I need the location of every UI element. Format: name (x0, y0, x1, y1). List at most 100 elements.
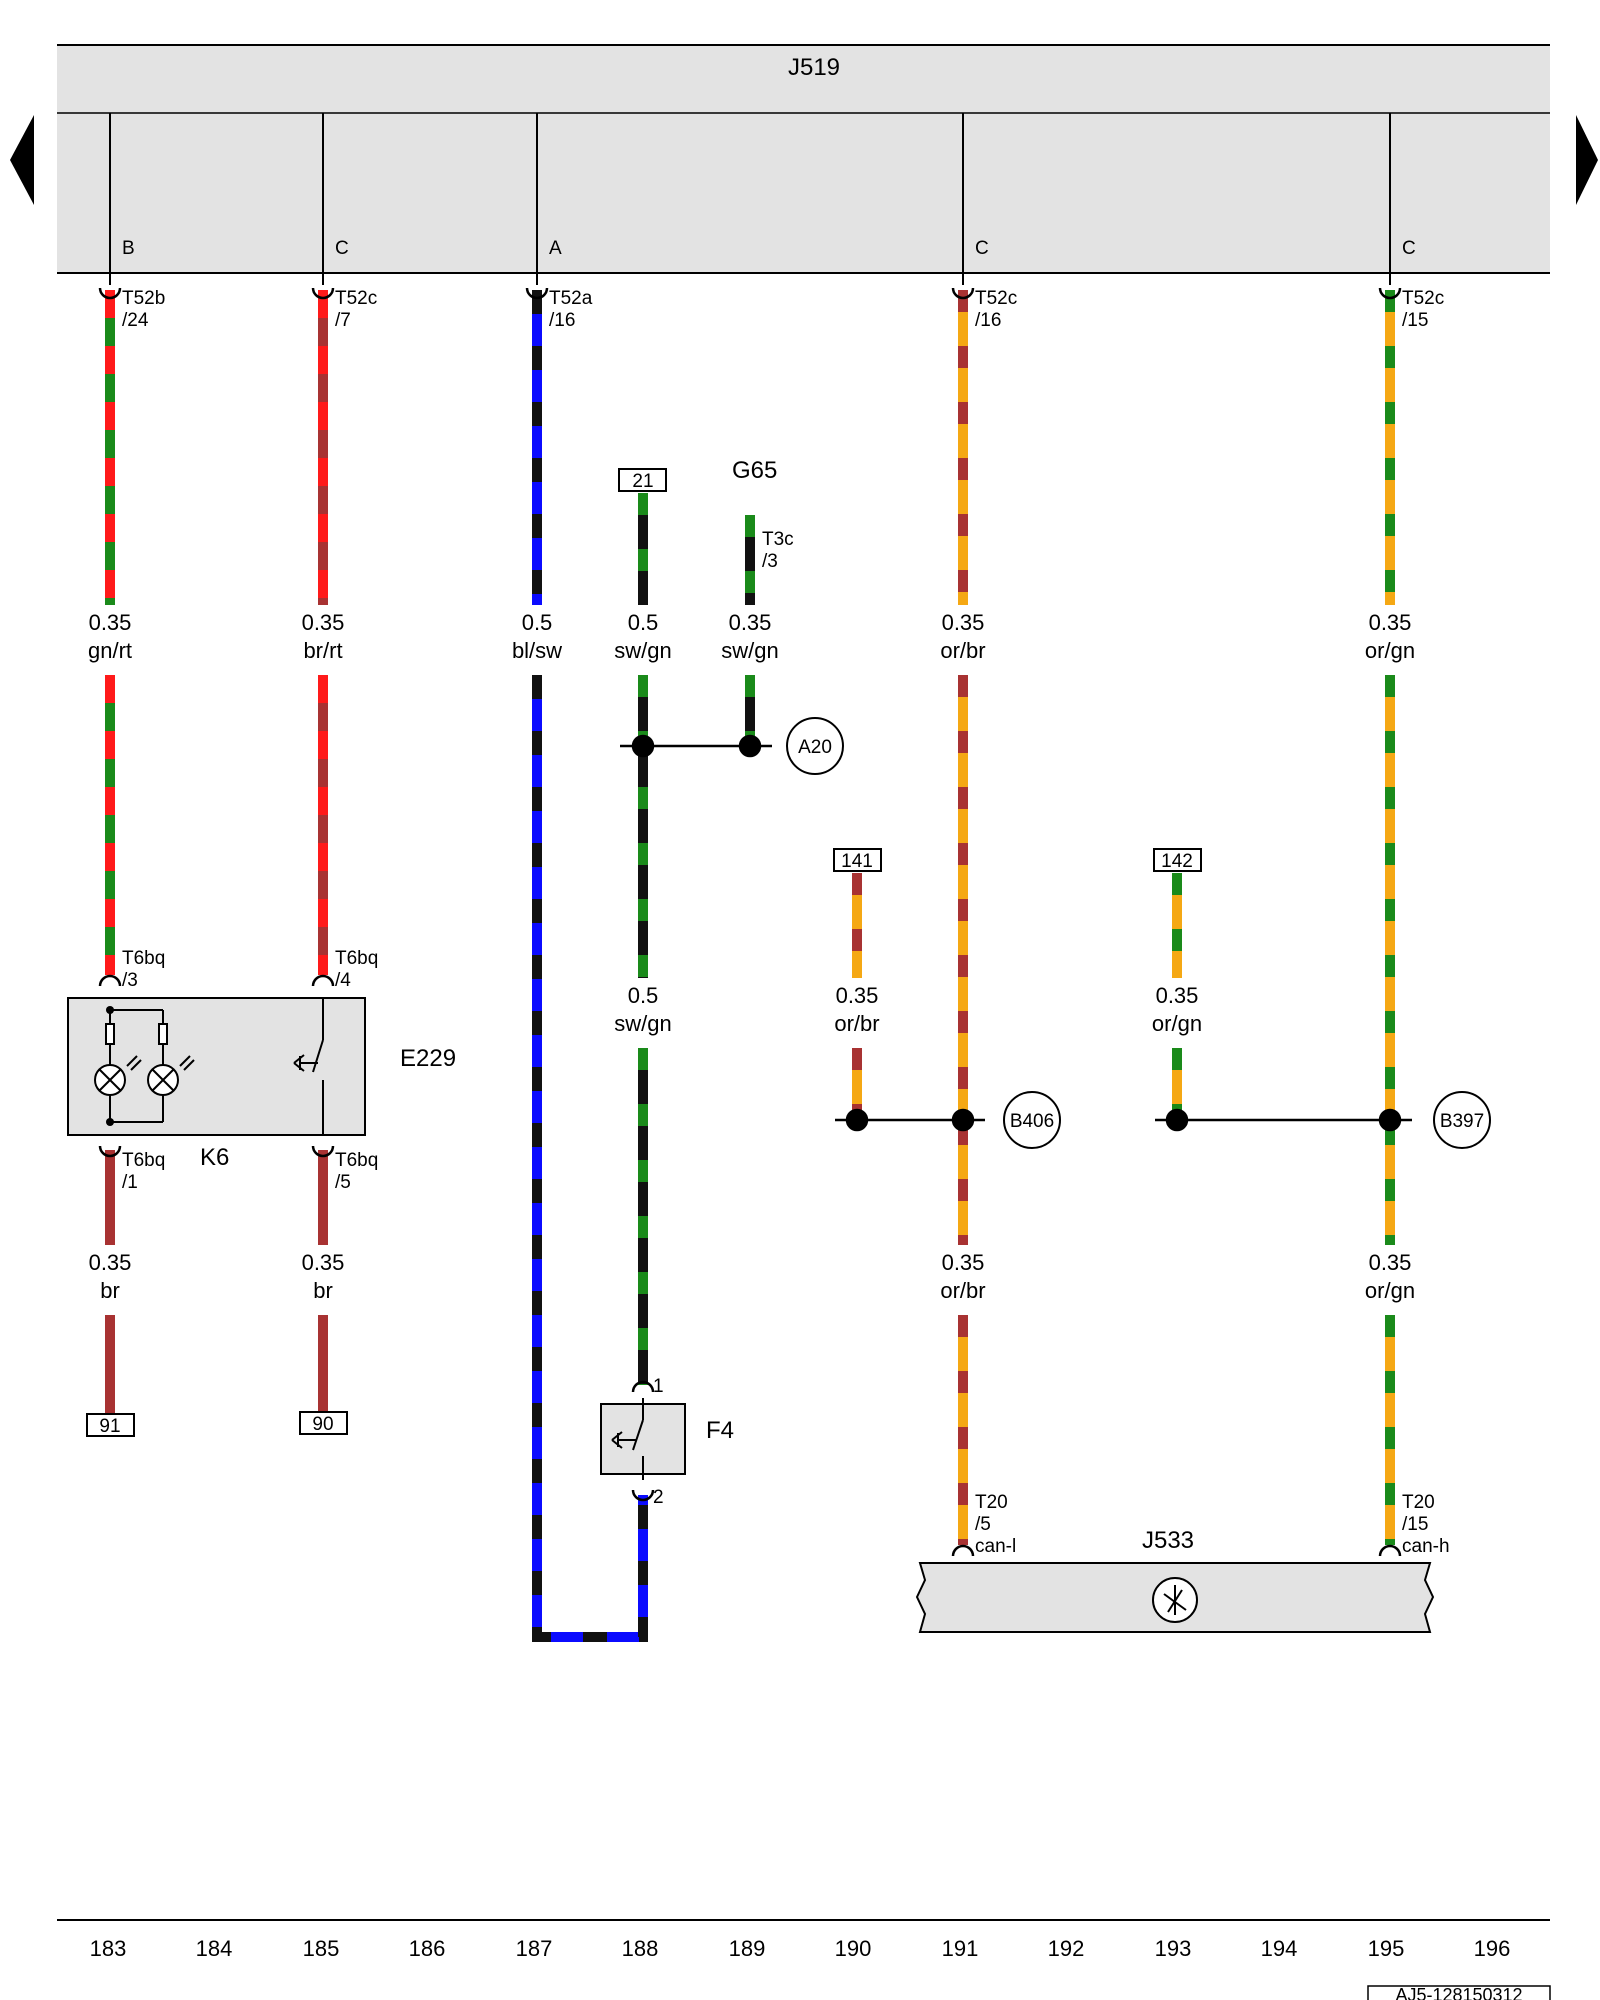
splice-dot (738, 734, 762, 758)
wire-size-label: 0.35 (942, 610, 985, 635)
pin-letter-c: C (975, 238, 989, 259)
connector-pin-icon (1378, 287, 1402, 300)
splice-dot (951, 1108, 975, 1132)
reference-box[interactable] (618, 468, 667, 492)
reference-142: 142 (1161, 851, 1193, 872)
j533-component: J533 (915, 1527, 1435, 1633)
connector-t6bq: T6bq (335, 948, 378, 969)
splice-dot (1165, 1108, 1189, 1132)
connector-pin-icon (311, 1145, 335, 1158)
pin-letter-c: C (1402, 238, 1416, 259)
f4-component: F4 1 2 (600, 1376, 734, 1508)
wire-size-label: 0.5 (628, 610, 659, 635)
wire-color-label: bl/sw (512, 638, 562, 663)
j519-label: J519 (788, 54, 840, 81)
track-number: 192 (1048, 1936, 1085, 1961)
splice-dot (1378, 1108, 1402, 1132)
wire-size-label: 0.35 (942, 1250, 985, 1275)
connector-t20: T20 (975, 1492, 1008, 1513)
wire-bl-sw-loop-stripe (532, 675, 648, 1642)
junction-dot (106, 1118, 114, 1126)
j533-label: J533 (1142, 1527, 1194, 1554)
wire-color-label: or/br (834, 1011, 879, 1036)
ground-point-circle[interactable] (1433, 1091, 1491, 1149)
wire-size-label: 0.35 (302, 610, 345, 635)
wire-size-label: 0.5 (522, 610, 553, 635)
connector-t52c: T52c (975, 288, 1017, 309)
switch-icon (293, 998, 324, 1135)
ground-point-b406: B406 (1010, 1111, 1054, 1132)
connector-pin-3: /3 (762, 551, 778, 572)
reference-box[interactable] (86, 1413, 135, 1437)
connector-t52c: T52c (335, 288, 377, 309)
track-number: 188 (622, 1936, 659, 1961)
track-number: 191 (942, 1936, 979, 1961)
doc-id: AJ5-128150312 (1395, 1985, 1522, 2000)
connector-pin-1: /1 (122, 1172, 138, 1193)
wire-color-label: br/rt (303, 638, 342, 663)
f4-label: F4 (706, 1417, 734, 1444)
connector-pin-icon (631, 1489, 655, 1502)
f4-pin-2: 2 (653, 1487, 664, 1508)
connector-t20: T20 (1402, 1492, 1435, 1513)
lamp-icon (94, 1009, 195, 1123)
track-number: 187 (516, 1936, 553, 1961)
g65-label: G65 (732, 457, 777, 484)
connector-pin-5: /5 (975, 1514, 991, 1535)
reference-91: 91 (99, 1416, 120, 1437)
wire-size-label: 0.35 (1369, 610, 1412, 635)
junction-dot (106, 1006, 114, 1014)
connector-can-h: can-h (1402, 1536, 1450, 1557)
connector-pin-icon (311, 287, 335, 300)
wire-size-label: 0.35 (89, 1250, 132, 1275)
connector-t6bq: T6bq (122, 948, 165, 969)
wire-color-label: sw/gn (614, 1011, 671, 1036)
track-number: 196 (1474, 1936, 1511, 1961)
reference-box[interactable] (833, 848, 882, 872)
nav-arrow-right-icon[interactable] (1576, 115, 1598, 205)
track-number: 193 (1155, 1936, 1192, 1961)
wire-size-label: 0.35 (89, 610, 132, 635)
wire-color-label: or/gn (1152, 1011, 1202, 1036)
ground-point-a20: A20 (798, 737, 832, 758)
track-number: 195 (1368, 1936, 1405, 1961)
can-bus-icon (1152, 1577, 1198, 1623)
nav-arrow-left-icon[interactable] (10, 115, 34, 205)
connector-pin-icon (98, 287, 122, 300)
pin-letter-a: A (549, 238, 562, 259)
wire-color-label: or/br (940, 1278, 985, 1303)
connector-pin-icon (98, 974, 122, 987)
connector-t52b: T52b (122, 288, 165, 309)
connector-pin-16: /16 (549, 310, 575, 331)
wire-size-label: 0.35 (1156, 983, 1199, 1008)
connector-pin-3: /3 (122, 970, 138, 991)
doc-id-box (1367, 1985, 1551, 2000)
track-number: 183 (90, 1936, 127, 1961)
connector-pin-icon (951, 1544, 975, 1557)
connector-pin-icon (1378, 1544, 1402, 1557)
track-number: 186 (409, 1936, 446, 1961)
connector-pin-7: /7 (335, 310, 351, 331)
pin-letter-c: C (335, 238, 349, 259)
ground-point-circle[interactable] (1003, 1091, 1061, 1149)
wire-bl-sw-loop (532, 675, 648, 1642)
switch-icon (611, 1398, 644, 1480)
connector-can-l: can-l (975, 1536, 1016, 1557)
pin-letter-b: B (122, 238, 135, 259)
connector-pin-24: /24 (122, 310, 149, 331)
connector-t6bq: T6bq (122, 1150, 165, 1171)
connector-t3c: T3c (762, 529, 794, 550)
wire-size-label: 0.35 (302, 1250, 345, 1275)
wire-color-label: or/gn (1365, 638, 1415, 663)
wire-color-label: or/br (940, 638, 985, 663)
reference-box[interactable] (1153, 848, 1202, 872)
connector-t52a: T52a (549, 288, 593, 309)
connector-pin-15: /15 (1402, 310, 1428, 331)
wire-color-label: sw/gn (721, 638, 778, 663)
splice-dot (631, 734, 655, 758)
connector-t52c: T52c (1402, 288, 1444, 309)
reference-box[interactable] (299, 1411, 348, 1435)
connector-pin-icon (311, 974, 335, 987)
ground-point-circle[interactable] (786, 717, 844, 775)
